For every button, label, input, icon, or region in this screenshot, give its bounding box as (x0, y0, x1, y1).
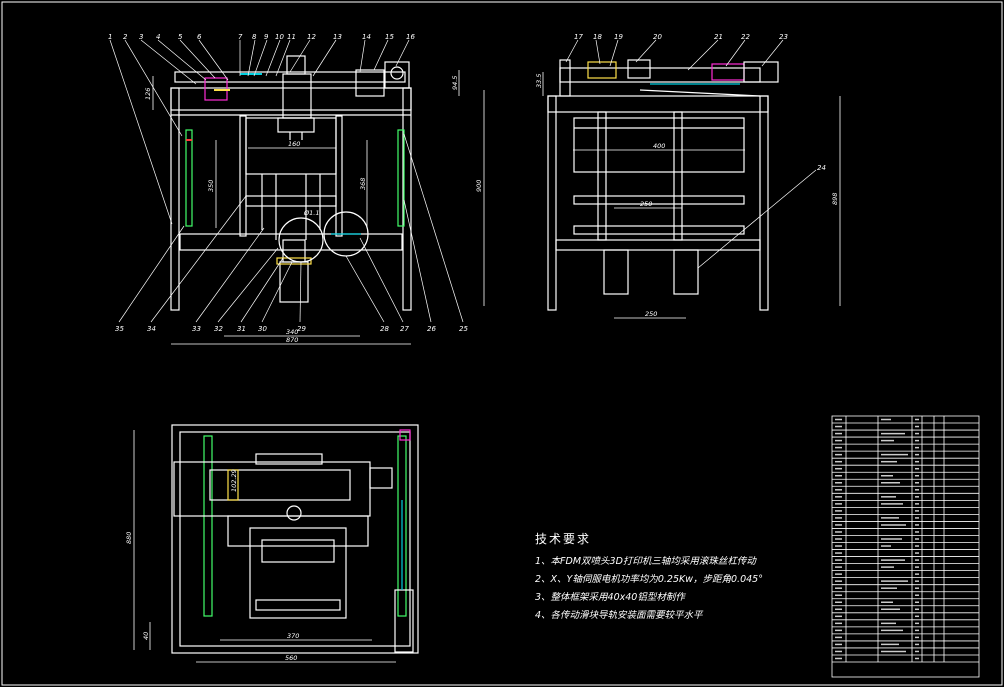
callout-6: 6 (197, 33, 202, 41)
top-view-labels: 880 40 370 560 102.29 (125, 469, 299, 662)
side-view-labels: 17 18 19 20 21 22 23 24 33.5 400 250 898… (535, 33, 839, 318)
front-view-dimensions: 126 94.5 900 350 368 160 Ø1.1 340 870 (144, 76, 483, 344)
callout-31: 31 (237, 325, 246, 333)
dim-total-width: 870 (286, 336, 298, 344)
callout-32: 32 (214, 325, 223, 333)
callout-28: 28 (380, 325, 389, 333)
dim-inner: 250 (640, 200, 652, 208)
callout-7: 7 (238, 33, 243, 41)
callout-34: 34 (147, 325, 156, 333)
callout-9: 9 (264, 33, 269, 41)
callout-27: 27 (400, 325, 409, 333)
front-view (109, 39, 485, 345)
front-view-callouts: 1 2 3 4 5 6 7 8 9 10 11 12 13 14 15 16 3… (108, 33, 468, 333)
callout-11: 11 (287, 33, 296, 41)
dim-span: 400 (653, 142, 665, 150)
callout-33: 33 (192, 325, 201, 333)
bom-table (831, 415, 980, 678)
tech-title: 技术要求 (535, 532, 592, 546)
dim-bottom: 250 (645, 310, 657, 318)
callout-5: 5 (178, 33, 183, 41)
callout-30: 30 (258, 325, 267, 333)
callout-29: 29 (297, 325, 306, 333)
callout-22: 22 (741, 33, 750, 41)
dim-total-height: 900 (475, 180, 483, 192)
callout-24: 24 (817, 164, 826, 172)
tech-item-1: 1、本FDM双喷头3D打印机三轴均采用滚珠丝杠传动 (535, 556, 756, 567)
tech-item-3: 3、整体框架采用40x40铝型材制作 (535, 592, 685, 603)
dim-inner-left: 350 (207, 180, 215, 192)
dim-top-inner-width: 370 (287, 632, 299, 640)
callout-16: 16 (406, 33, 415, 41)
callout-17: 17 (574, 33, 583, 41)
callout-15: 15 (385, 33, 394, 41)
dim-head-width: 160 (288, 140, 300, 148)
dim-top-side: 102.29 (230, 469, 238, 492)
dim-inner-right: 368 (359, 178, 367, 190)
tech-item-4: 4、各传动滑块导轨安装面需要较平水平 (535, 610, 703, 621)
callout-20: 20 (653, 33, 662, 41)
dim-top-height: 880 (125, 532, 133, 544)
tech-item-2: 2、X、Y轴伺服电机功率均为0.25Kw，步距角0.045° (535, 574, 763, 585)
callout-19: 19 (614, 33, 623, 41)
callout-10: 10 (275, 33, 284, 41)
dim-top-small: 40 (142, 632, 150, 640)
side-view (542, 39, 841, 319)
callout-8: 8 (252, 33, 257, 41)
callout-21: 21 (714, 33, 723, 41)
callout-26: 26 (427, 325, 436, 333)
tech-requirements: 技术要求 1、本FDM双喷头3D打印机三轴均采用滚珠丝杠传动 2、X、Y轴伺服电… (535, 530, 763, 625)
dim-left-height: 126 (144, 88, 152, 100)
callout-3: 3 (139, 33, 143, 41)
dim-top-total-width: 560 (285, 654, 297, 662)
callout-12: 12 (307, 33, 316, 41)
callout-13: 13 (333, 33, 342, 41)
callout-18: 18 (593, 33, 602, 41)
dim-height: 898 (831, 193, 839, 205)
callout-1: 1 (108, 33, 112, 41)
dim-right-height: 94.5 (451, 76, 459, 90)
callout-4: 4 (156, 33, 160, 41)
callout-14: 14 (362, 33, 371, 41)
callout-35: 35 (115, 325, 124, 333)
dim-top-offset: 33.5 (535, 74, 543, 88)
callout-23: 23 (779, 33, 788, 41)
callout-25: 25 (459, 325, 468, 333)
top-view (133, 424, 419, 663)
dim-hotend-spacing: 340 (286, 328, 298, 336)
dim-nozzle: Ø1.1 (303, 209, 319, 217)
callout-2: 2 (123, 33, 128, 41)
